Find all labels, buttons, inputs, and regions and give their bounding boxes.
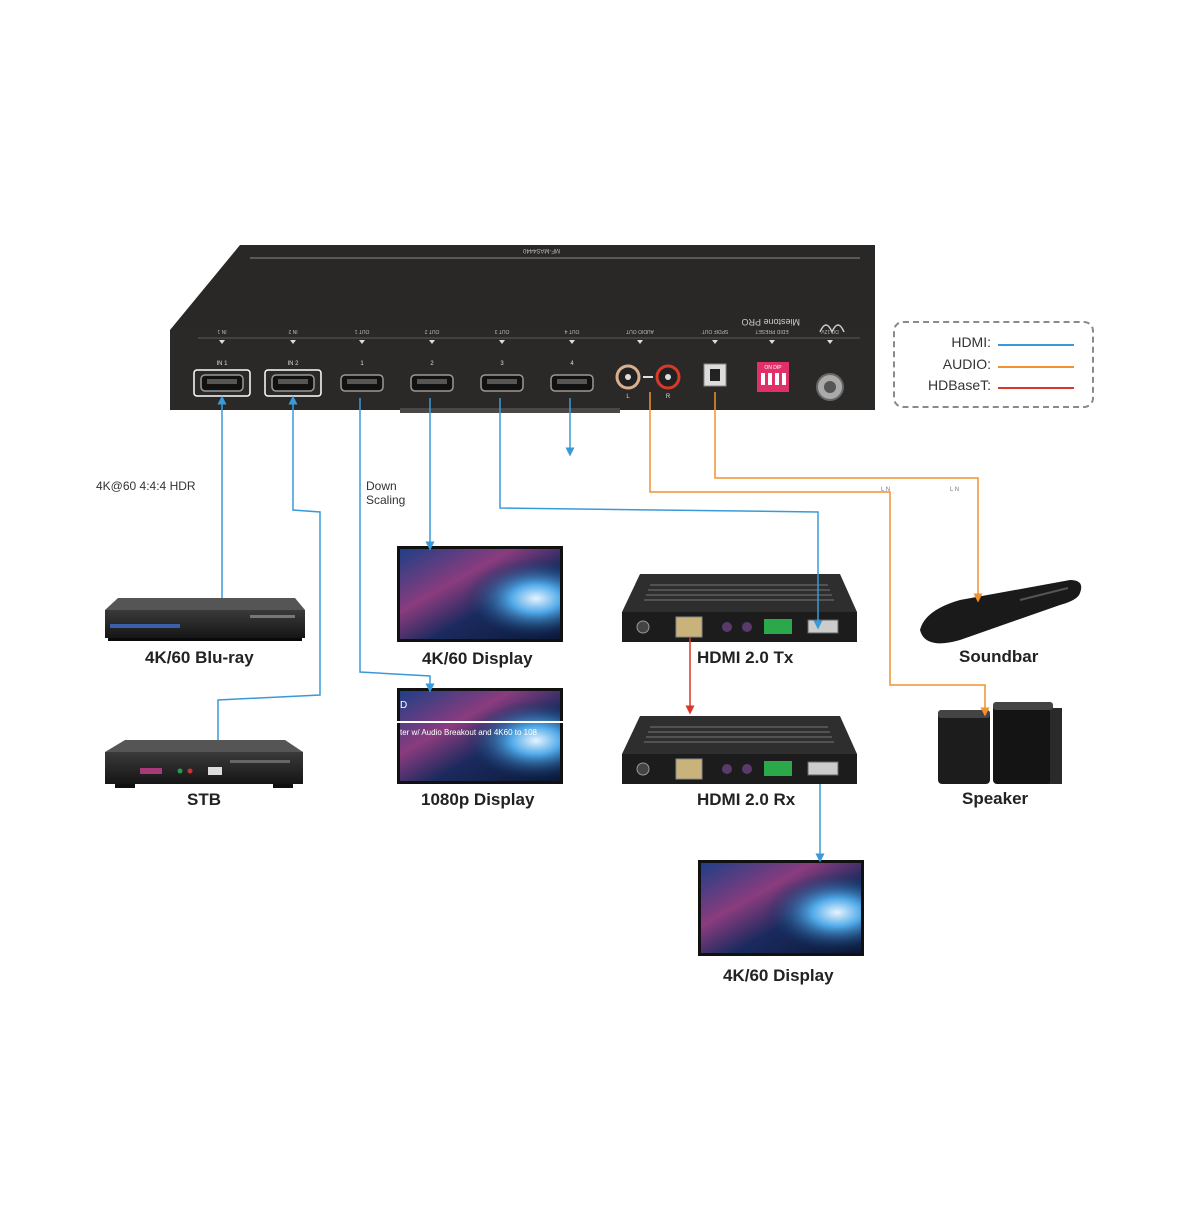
hdmi-port-slot [207, 379, 237, 384]
soundbar [920, 580, 1082, 644]
line-label-1: L N [881, 487, 890, 493]
dc-power-pin [824, 381, 836, 393]
legend-audio-line [998, 366, 1074, 368]
port-arrow-icon [429, 340, 435, 344]
port-arrow-icon [827, 340, 833, 344]
port-arrow-icon [499, 340, 505, 344]
top-port-labels: IN 1 IN 2 OUT 1 OUT 2 OUT 3 OUT 4 AUDIO OUT SPD… [217, 328, 839, 344]
hdmi-port-slot [487, 379, 517, 384]
display-4k-top-label: 4K/60 Display [422, 649, 533, 668]
bluray-player [105, 598, 305, 641]
port-arrow-icon [219, 340, 225, 344]
tx-label: HDMI 2.0 Tx [697, 648, 794, 667]
top-port-label: AUDIO OUT [626, 328, 654, 334]
display-4k-bottom [698, 860, 864, 956]
hdr-note: 4K@60 4:4:4 HDR [96, 479, 196, 493]
audio-connections [649, 392, 990, 717]
line-label-2: L N [950, 487, 959, 493]
rca-pin [625, 374, 631, 380]
top-port-label: OUT 4 [564, 328, 579, 334]
soundbar-label: Soundbar [959, 647, 1039, 666]
port-arrow-icon [290, 340, 296, 344]
out1-to-1080p [359, 398, 435, 693]
top-port-label: IN 2 [288, 328, 297, 334]
rca-pin [665, 374, 671, 380]
svg-text:Miestone PRO: Miestone PRO [741, 317, 800, 327]
brand-logo: Miestone PRO [741, 317, 845, 334]
hdmi-connections [217, 395, 825, 863]
speaker-label: Speaker [962, 789, 1029, 808]
spdif-to-soundbar [714, 392, 983, 603]
output-port-label: 2 [430, 361, 434, 367]
rca-label: R [666, 394, 671, 400]
legend-hdbaset-text: HDBaseT: [927, 377, 991, 393]
legend-audio-text: AUDIO: [942, 356, 991, 372]
input-port-label: IN 1 [216, 361, 228, 367]
port-arrow-icon [359, 340, 365, 344]
port-arrow-icon [569, 340, 575, 344]
dip-lever [775, 373, 779, 385]
top-port-label: OUT 3 [494, 328, 509, 334]
legend-hdmi: HDMI: [895, 334, 1096, 354]
legend-hdbaset: HDBaseT: [895, 377, 1096, 397]
hdmi-port-slot [347, 379, 377, 384]
model-text: MF-MAS4440 [522, 247, 560, 253]
output-port-label: 1 [360, 361, 364, 367]
legend-audio: AUDIO: [895, 356, 1096, 376]
legend-hdbaset-line [998, 387, 1074, 389]
legend-hdmi-line [998, 344, 1074, 346]
speaker-pair [938, 702, 1062, 784]
analog-audio-to-speaker [649, 392, 990, 717]
top-port-label: SPDIF OUT [702, 328, 729, 334]
legend: HDMI: AUDIO: HDBaseT: [893, 321, 1094, 408]
legend-hdmi-text: HDMI: [951, 334, 991, 350]
display-4k-bottom-label: 4K/60 Display [723, 966, 834, 985]
hdmi-port-slot [278, 379, 308, 384]
hdmi-port-slot [417, 379, 447, 384]
output-port-label: 3 [500, 361, 504, 367]
dip-lever [782, 373, 786, 385]
output-port-label: 4 [570, 361, 574, 367]
spdif-slot [710, 369, 720, 381]
port-arrow-icon [712, 340, 718, 344]
top-port-label: OUT 1 [354, 328, 369, 334]
input-port-label: IN 2 [287, 361, 299, 367]
rx-label: HDMI 2.0 Rx [697, 790, 796, 809]
stb-box [105, 740, 303, 788]
down-scaling-line-1: Down [366, 479, 397, 493]
out3-to-tx [499, 398, 823, 630]
display-1080p-overlay-1: D [400, 700, 408, 711]
display-4k-top [397, 546, 563, 642]
dip-label: ON DIP [764, 365, 782, 371]
dip-lever [761, 373, 765, 385]
port-arrow-icon [637, 340, 643, 344]
top-port-label: DC 12V [821, 328, 839, 334]
port-arrow-icon [769, 340, 775, 344]
down-scaling-note: Down Scaling [366, 479, 405, 507]
stb-to-in2 [217, 395, 321, 740]
rca-label: L [626, 394, 630, 400]
top-port-label: EDID PRESET [755, 328, 788, 334]
matrix-switcher: MF-MAS4440 Miestone PRO IN 1 IN 2 OUT 1 OUT… [170, 245, 875, 413]
display-1080p-overlay-2: ter w/ Audio Breakout and 4K60 to 108 [400, 728, 537, 737]
hdmi-port-slot [557, 379, 587, 384]
display-1080p [392, 688, 567, 784]
bluray-label: 4K/60 Blu-ray [145, 648, 254, 667]
down-scaling-line-2: Scaling [366, 493, 406, 507]
dip-lever [768, 373, 772, 385]
hdmi-rx-box [622, 716, 857, 784]
display-1080p-label: 1080p Display [421, 790, 535, 809]
stb-label: STB [187, 790, 221, 809]
top-port-label: OUT 2 [424, 328, 439, 334]
hdmi-tx-box [622, 574, 857, 642]
top-port-label: IN 1 [217, 328, 226, 334]
